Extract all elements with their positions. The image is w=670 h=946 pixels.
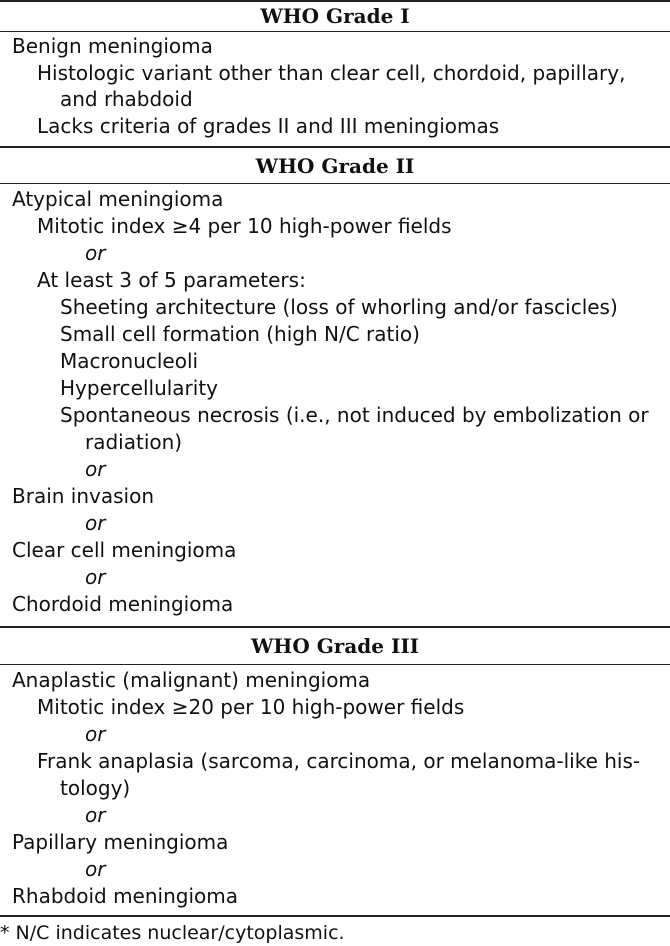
grade-2-heading-rule	[0, 183, 670, 184]
footnote: * N/C indicates nuclear/cytoplasmic.	[0, 922, 345, 944]
grade-2-entity: Chordoid meningioma	[12, 592, 234, 616]
grade-1-criterion: Lacks criteria of grades II and III meni…	[37, 114, 500, 138]
or-connector: or	[85, 565, 106, 589]
grade-2-entity: Atypical meningioma	[12, 187, 224, 211]
grade-3-entity: Anaplastic (malignant) meningioma	[12, 668, 371, 692]
or-connector: or	[85, 241, 106, 265]
grade-3-heading-rule	[0, 664, 670, 665]
grade-2-parameter: Sheeting architecture (loss of whorling …	[60, 295, 618, 319]
grade-3-heading: WHO Grade III	[250, 634, 420, 658]
grade-1-criterion-continued: and rhabdoid	[60, 87, 193, 111]
grade-1-criterion: Histologic variant other than clear cell…	[37, 61, 626, 85]
grade-2-criterion: Mitotic index ≥4 per 10 high-power field…	[37, 214, 452, 238]
grade-2-entity: Clear cell meningioma	[12, 538, 237, 562]
grade-3-top-rule	[0, 626, 670, 628]
grade-2-parameter: Spontaneous necrosis (i.e., not induced …	[60, 403, 649, 427]
grade-1-heading-rule	[0, 31, 670, 32]
grade-3-entity: Papillary meningioma	[12, 830, 229, 854]
or-connector: or	[85, 722, 106, 746]
grade-2-criterion: At least 3 of 5 parameters:	[37, 268, 306, 292]
grade-3-entity: Rhabdoid meningioma	[12, 884, 238, 908]
grade-3-criterion: Mitotic index ≥20 per 10 high-power fiel…	[37, 695, 465, 719]
or-connector: or	[85, 457, 106, 481]
table-top-rule	[0, 0, 670, 2]
or-connector: or	[85, 803, 106, 827]
grade-2-parameter: Small cell formation (high N/C ratio)	[60, 322, 420, 346]
grade-3-criterion: Frank anaplasia (sarcoma, carcinoma, or …	[37, 749, 641, 773]
or-connector: or	[85, 857, 106, 881]
or-connector: or	[85, 511, 106, 535]
grade-2-parameter: Hypercellularity	[60, 376, 219, 400]
grade-1-heading: WHO Grade I	[260, 4, 410, 28]
grade-2-entity: Brain invasion	[12, 484, 155, 508]
table-bottom-rule	[0, 915, 670, 917]
grade-2-top-rule	[0, 146, 670, 148]
grade-1-entity: Benign meningioma	[12, 34, 213, 58]
grade-2-parameter-continued: radiation)	[85, 430, 183, 454]
grade-3-criterion-continued: tology)	[60, 776, 131, 800]
grade-2-heading: WHO Grade II	[255, 154, 415, 178]
grade-2-parameter: Macronucleoli	[60, 349, 199, 373]
